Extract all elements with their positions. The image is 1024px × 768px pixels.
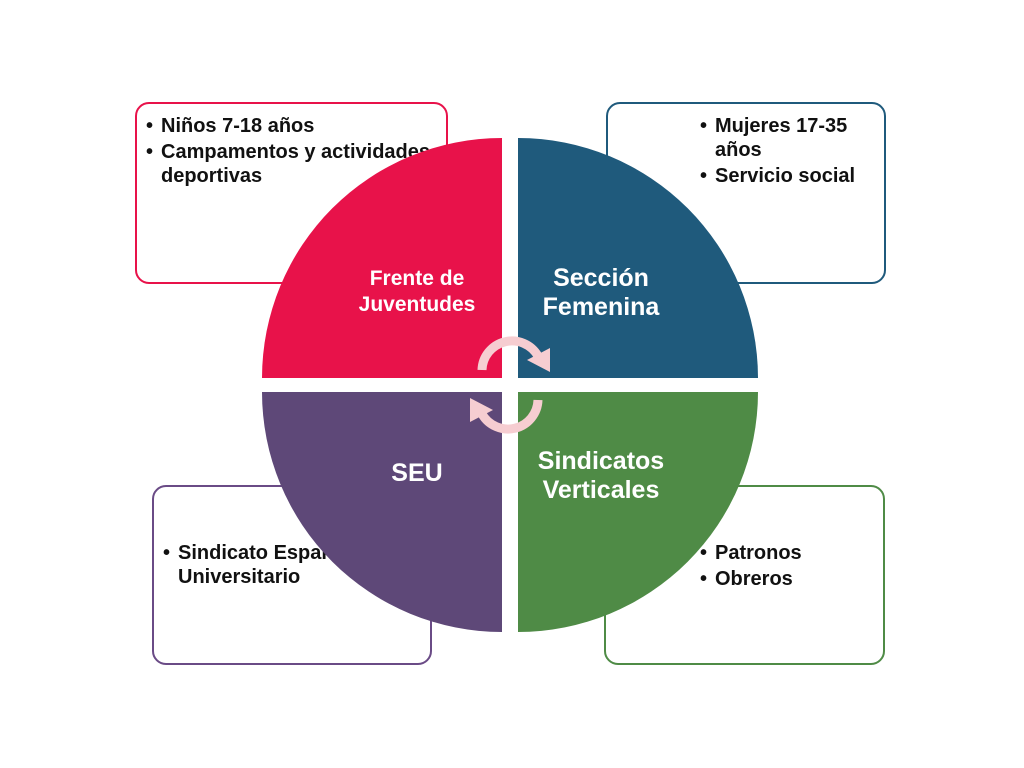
quadrant-seu	[262, 392, 502, 632]
bullet-list-seu: Sindicato Español Universitario	[163, 541, 423, 591]
quadrant-frente-de-juventudes	[262, 138, 502, 378]
bullet-item: Sindicato Español Universitario	[163, 541, 423, 589]
bullet-item: Servicio social	[700, 164, 880, 188]
bullet-item: Mujeres 17-35 años	[700, 114, 880, 162]
bullet-item: Niños 7-18 años	[146, 114, 436, 138]
quadrant-label-seccion-femenina: Sección Femenina	[542, 264, 660, 321]
bullet-item: Patronos	[700, 541, 880, 565]
bullet-list-seccion-femenina: Mujeres 17-35 años Servicio social	[700, 114, 880, 190]
bullet-list-frente-de-juventudes: Niños 7-18 años Campamentos y actividade…	[146, 114, 436, 190]
quadrant-label-sindicatos-verticales: Sindicatos Verticales	[537, 447, 665, 504]
quadrant-sindicatos-verticales	[518, 392, 758, 632]
quadrant-seccion-femenina	[518, 138, 758, 378]
quadrant-label-seu: SEU	[391, 459, 443, 487]
cycle-arrows-icon	[470, 336, 550, 434]
bullet-item: Obreros	[700, 567, 880, 591]
bullet-list-sindicatos-verticales: Patronos Obreros	[700, 541, 880, 593]
bullet-item: Campamentos y actividades deportivas	[146, 140, 436, 188]
quadrant-label-frente-de-juventudes: Frente de Juventudes	[358, 267, 476, 316]
